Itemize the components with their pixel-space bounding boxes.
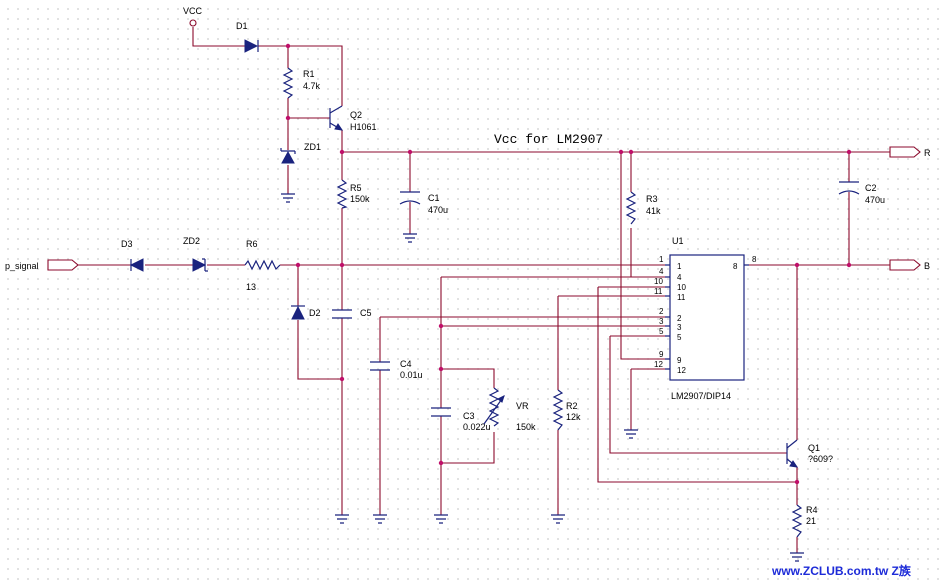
ground-icon	[624, 429, 638, 439]
u1-ref: U1	[672, 236, 684, 246]
ground-icon	[373, 514, 387, 524]
vcc-net-label: Vcc for LM2907	[494, 132, 603, 147]
watermark: www.ZCLUB.com.tw Z族	[771, 563, 912, 578]
vr-value: 150k	[516, 422, 536, 432]
ground-icon	[403, 233, 417, 243]
r5-ref: R5	[350, 183, 362, 193]
zd2-ref: ZD2	[183, 236, 200, 246]
u1-pin-out-4: 4	[659, 267, 664, 276]
capacitor-c2: C2 470u	[838, 181, 885, 205]
q2-value: H1061	[350, 122, 377, 132]
q2-ref: Q2	[350, 110, 362, 120]
port-b: B	[889, 259, 930, 271]
diode-d1: D1	[236, 21, 259, 53]
u1-pin-in-2: 2	[677, 314, 682, 323]
resistor-r2: R2 12k	[552, 389, 581, 431]
u1-pin-in-9: 9	[677, 356, 682, 365]
c2-value: 470u	[865, 195, 885, 205]
r3-value: 41k	[646, 206, 661, 216]
q1-value: ?609?	[808, 454, 833, 464]
potentiometer-vr: VR 150k	[483, 387, 536, 432]
d2-ref: D2	[309, 308, 321, 318]
u1-pin-in-12: 12	[677, 366, 686, 375]
transistor-q1: Q1 ?609?	[786, 439, 833, 468]
zener-zd2: ZD2	[183, 236, 208, 272]
capacitor-c5: C5	[332, 308, 372, 319]
u1-pin-in-1: 1	[677, 262, 682, 271]
r3-ref: R3	[646, 194, 658, 204]
u1-pin-out-12: 12	[654, 360, 663, 369]
port-b-label: B	[924, 261, 930, 271]
ground-symbols	[281, 193, 804, 562]
vr-ref: VR	[516, 401, 529, 411]
d1-ref: D1	[236, 21, 248, 31]
resistor-r4: R4 21	[791, 504, 818, 538]
r6-value: 13	[246, 282, 256, 292]
wires	[78, 27, 890, 553]
capacitor-c1: C1 470u	[399, 191, 448, 215]
u1-pin-in-8: 8	[733, 262, 738, 271]
u1-pin-in-4: 4	[677, 273, 682, 282]
diode-d3: D3	[121, 239, 144, 272]
ground-icon	[790, 552, 804, 562]
u1-pin-out-2: 2	[659, 307, 664, 316]
capacitor-c3: C3 0.022u	[431, 407, 491, 432]
c3-ref: C3	[463, 411, 475, 421]
r1-ref: R1	[303, 69, 315, 79]
r4-value: 21	[806, 516, 816, 526]
resistor-r6: R6 13	[244, 239, 281, 292]
ground-icon	[281, 193, 295, 203]
ground-icon	[434, 514, 448, 524]
zd1-ref: ZD1	[304, 142, 321, 152]
transistor-q2: Q2 H1061	[329, 105, 377, 132]
port-p-signal: p_signal	[5, 259, 79, 271]
zener-zd1: ZD1	[280, 142, 321, 164]
u1-pin-out-5: 5	[659, 327, 664, 336]
u1-pin-out-3: 3	[659, 317, 664, 326]
u1-value: LM2907/DIP14	[671, 391, 731, 401]
u1-pin-in-10: 10	[677, 283, 686, 292]
c2-ref: C2	[865, 183, 877, 193]
diode-d2: D2	[291, 305, 321, 320]
resistor-r5: R5 150k	[336, 179, 370, 209]
u1-pin-out-9: 9	[659, 350, 664, 359]
r1-value: 4.7k	[303, 81, 321, 91]
c5-ref: C5	[360, 308, 372, 318]
d3-ref: D3	[121, 239, 133, 249]
resistor-r3: R3 41k	[625, 191, 661, 225]
c4-ref: C4	[400, 359, 412, 369]
c3-value: 0.022u	[463, 422, 491, 432]
r2-value: 12k	[566, 412, 581, 422]
u1-pin-out-10: 10	[654, 277, 663, 286]
ic-u1: U1 LM2907/DIP14 1 4 10 11 2 3 5 9 12 8 1…	[654, 236, 757, 401]
r4-ref: R4	[806, 505, 818, 515]
vcc-label: VCC	[183, 6, 203, 16]
vcc-symbol: VCC	[183, 6, 203, 27]
r6-ref: R6	[246, 239, 258, 249]
capacitor-c4: C4 0.01u	[370, 359, 423, 380]
u1-pin-in-11: 11	[677, 293, 686, 302]
port-p-signal-label: p_signal	[5, 261, 39, 271]
resistor-r1: R1 4.7k	[282, 67, 321, 99]
u1-pin-out-11: 11	[654, 287, 663, 296]
ground-icon	[335, 514, 349, 524]
r5-value: 150k	[350, 194, 370, 204]
u1-pin-in-3: 3	[677, 323, 682, 332]
u1-pin-in-5: 5	[677, 333, 682, 342]
r2-ref: R2	[566, 401, 578, 411]
ground-icon	[551, 514, 565, 524]
u1-pin-out-8: 8	[752, 255, 757, 264]
u1-pin-out-1: 1	[659, 255, 664, 264]
port-r: R	[889, 146, 931, 158]
c1-ref: C1	[428, 193, 440, 203]
junction-dots	[285, 43, 852, 485]
c4-value: 0.01u	[400, 370, 423, 380]
port-r-label: R	[924, 148, 931, 158]
c1-value: 470u	[428, 205, 448, 215]
q1-ref: Q1	[808, 443, 820, 453]
